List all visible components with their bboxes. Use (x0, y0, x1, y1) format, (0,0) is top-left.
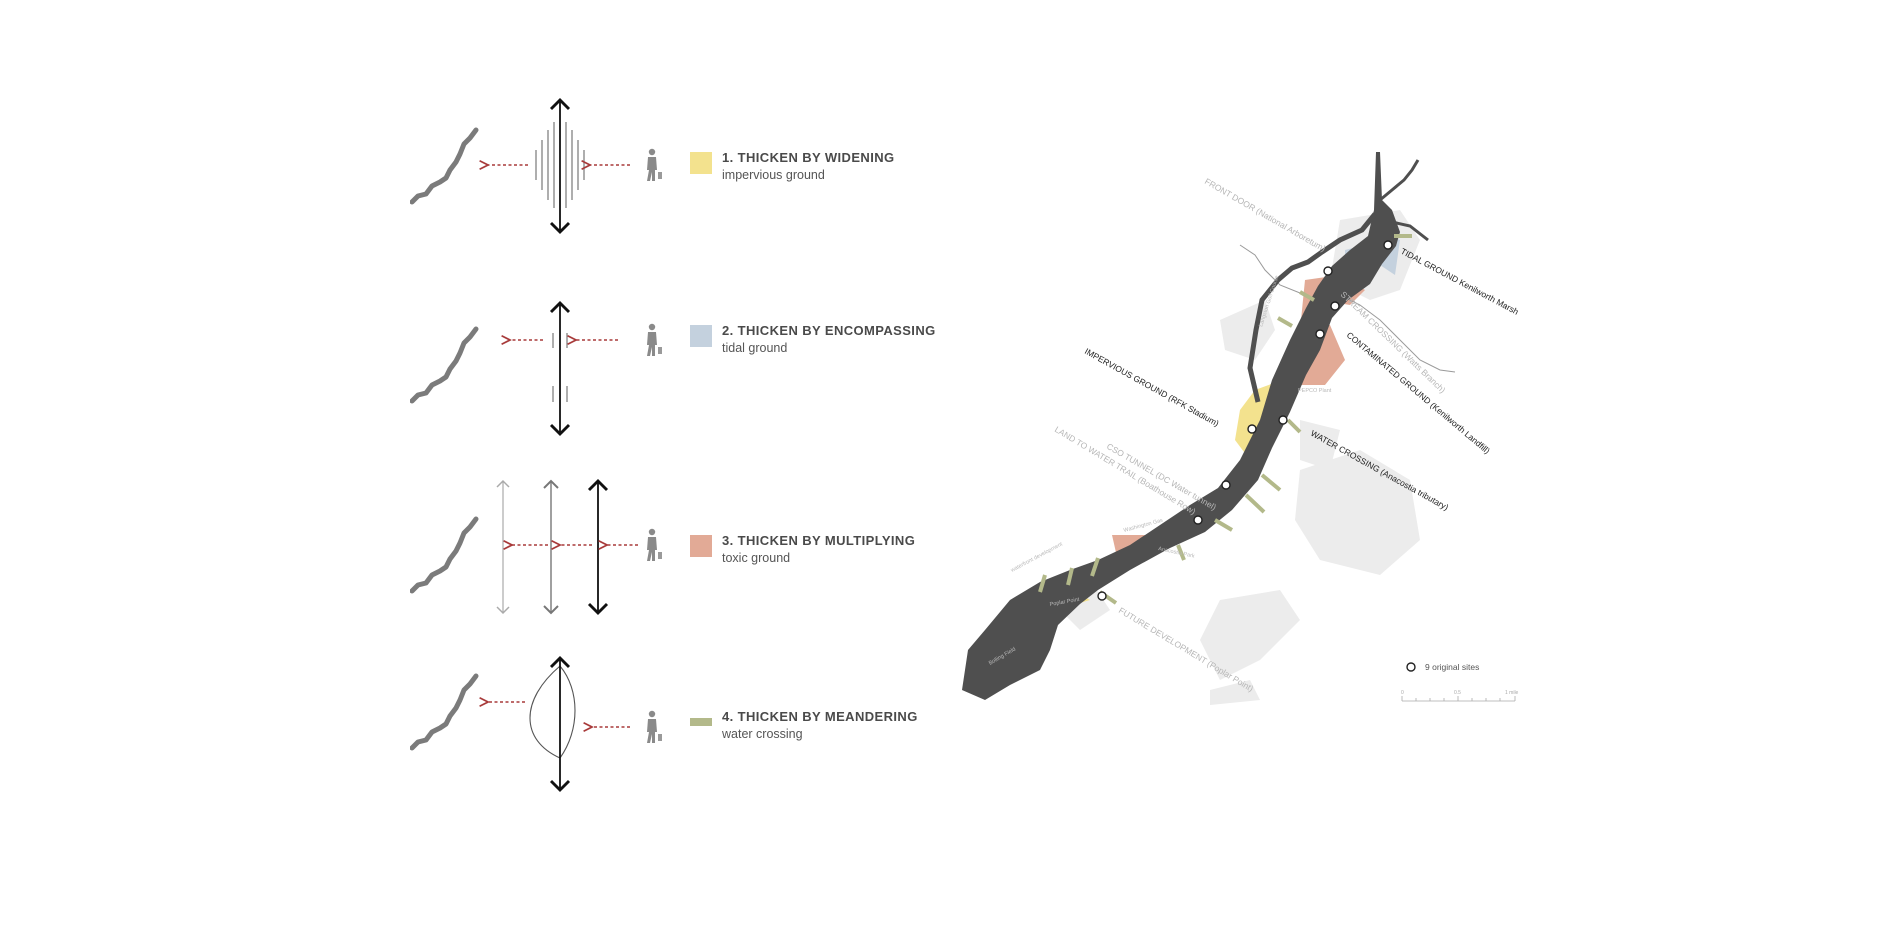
site-marker (1221, 480, 1231, 490)
person-icon (647, 710, 662, 743)
land-areas (1050, 210, 1420, 705)
river-branch (1247, 212, 1377, 403)
legend-title: 4. THICKEN BY MEANDERING (722, 709, 918, 724)
water-crossing-swatch (690, 718, 712, 726)
site-marker (1247, 424, 1257, 434)
creeks (1239, 244, 1456, 373)
land-to-water-label: LAND TO WATER TRAIL (Boathouse Row) (1053, 424, 1198, 516)
site-markers (1097, 240, 1393, 601)
site-marker (1097, 591, 1107, 601)
river-squiggle-icon (412, 329, 476, 401)
site-key-marker (1406, 662, 1416, 672)
river-branch (1379, 159, 1429, 242)
thickening-diagrams (0, 97, 662, 793)
legend-title: 2. THICKEN BY ENCOMPASSING (722, 323, 936, 338)
row-encompassing-diagram (412, 300, 662, 437)
front-door-label: FRONT DOOR (National Arboretum) (1203, 176, 1327, 254)
legend-subtitle: impervious ground (722, 168, 825, 182)
impervious-ground-label: IMPERVIOUS GROUND (RFK Stadium) (1083, 346, 1221, 428)
site-key-label: 9 original sites (1425, 662, 1479, 672)
meander-curve (529, 665, 576, 759)
legend-title: 1. THICKEN BY WIDENING (722, 150, 895, 165)
legend-title: 3. THICKEN BY MULTIPLYING (722, 533, 916, 548)
site-marker (1193, 515, 1203, 525)
legend-subtitle: toxic ground (722, 551, 791, 565)
legend-subtitle: tidal ground (722, 341, 788, 355)
site-marker (1278, 415, 1288, 425)
site-marker (1323, 266, 1333, 276)
poplar-point-label: Poplar Point (1049, 597, 1080, 608)
scale-tick-label: 0.5 (1454, 690, 1461, 696)
row-meandering-diagram (412, 655, 662, 793)
row-widening-diagram (412, 97, 662, 235)
tidal-swatch (690, 325, 712, 347)
scale-bar (1401, 696, 1516, 702)
row-multiplying-diagram (412, 478, 662, 616)
anacostia-map: TIDAL GROUND Kenilworth Marsh CONTAMINAT… (962, 152, 1520, 705)
river-squiggle-icon (412, 676, 476, 748)
waterfront-development-label: waterfront development (1009, 541, 1064, 574)
anacostia-park-label: Anacostia Park (1158, 546, 1196, 560)
person-icon (647, 323, 662, 356)
toxic-swatch (690, 535, 712, 557)
cso-tunnel-label: CSO TUNNEL (DC Water tunnel) (1105, 441, 1218, 512)
pepco-plant-label: PEPCO Plant (1298, 388, 1332, 394)
site-marker (1330, 301, 1340, 311)
legend-subtitle: water crossing (722, 727, 803, 741)
site-marker (1383, 240, 1393, 250)
river (962, 152, 1400, 700)
river-squiggle-icon (412, 130, 476, 202)
tidal-ground-label: TIDAL GROUND Kenilworth Marsh (1399, 246, 1520, 317)
impervious-swatch (690, 152, 712, 174)
river-squiggle-icon (412, 519, 476, 591)
site-marker (1315, 329, 1325, 339)
scale-tick-label: 1 mile (1505, 690, 1519, 696)
scale-tick-label: 0 (1401, 690, 1404, 696)
contaminated-ground-label: CONTAMINATED GROUND (Kenilworth Landfill… (1345, 330, 1492, 456)
person-icon (647, 528, 662, 561)
person-icon (647, 148, 662, 181)
